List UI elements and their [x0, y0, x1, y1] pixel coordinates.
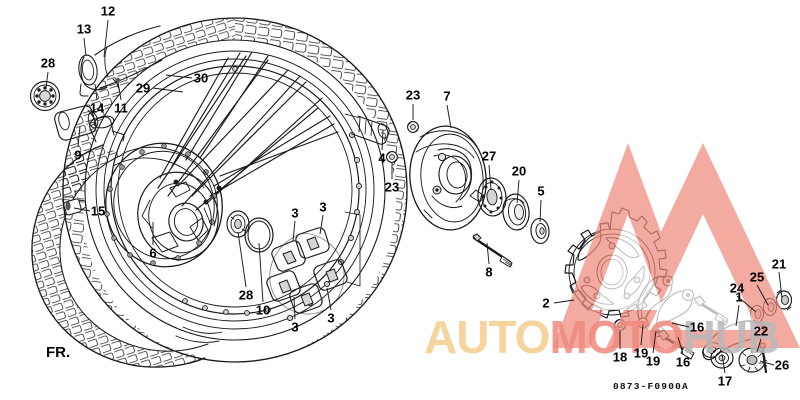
- part-number-17[interactable]: 17: [717, 373, 733, 389]
- callout-leader-3: [319, 214, 324, 235]
- callout-leader-16: [677, 336, 684, 355]
- part-number-24[interactable]: 24: [729, 280, 745, 296]
- callout-leader-21: [778, 271, 783, 299]
- callout-leader-2: [553, 299, 575, 304]
- callout-leader-24: [736, 295, 757, 313]
- part-number-8[interactable]: 8: [485, 264, 493, 280]
- part-number-6[interactable]: 6: [149, 245, 157, 261]
- part-number-3[interactable]: 3: [319, 199, 327, 215]
- collar-5: [530, 217, 550, 245]
- part-number-26[interactable]: 26: [774, 357, 790, 373]
- part-number-10[interactable]: 10: [255, 302, 271, 318]
- rear-hub-6: [104, 142, 223, 268]
- brake-panel-7: [409, 125, 487, 231]
- callout-leader-22: [756, 338, 762, 353]
- part-number-7[interactable]: 7: [443, 88, 451, 104]
- part-number-19[interactable]: 19: [645, 353, 661, 369]
- callout-leader-19: [652, 330, 657, 354]
- callout-leader-14: [94, 83, 98, 101]
- part-number-11[interactable]: 11: [114, 100, 128, 116]
- automotohub-m-logo: [553, 143, 800, 348]
- part-number-1[interactable]: 1: [735, 289, 743, 305]
- part-number-28[interactable]: 28: [40, 55, 56, 71]
- part-number-21[interactable]: 21: [771, 256, 787, 272]
- part-number-23[interactable]: 23: [384, 179, 400, 195]
- callout-leader-1: [735, 304, 740, 327]
- part-number-22[interactable]: 22: [753, 323, 769, 339]
- part-number-19[interactable]: 19: [633, 345, 649, 361]
- callout-leader-10: [258, 242, 264, 303]
- callout-leader-19: [640, 324, 644, 346]
- part-number-12[interactable]: 12: [100, 3, 116, 19]
- part-number-25[interactable]: 25: [749, 269, 765, 285]
- seal-20: [502, 193, 530, 231]
- wheel-spokes: [157, 51, 339, 211]
- callout-leader-13: [83, 37, 87, 57]
- part-number-16[interactable]: 16: [689, 319, 705, 335]
- part-number-3[interactable]: 3: [291, 319, 299, 335]
- part-number-16[interactable]: 16: [675, 354, 691, 370]
- callout-leader-30: [165, 74, 193, 79]
- callout-leader-4: [381, 129, 384, 151]
- bearing-28-center: [226, 210, 250, 238]
- callout-leader-26: [759, 360, 775, 366]
- part-number-28[interactable]: 28: [238, 287, 254, 303]
- part-number-3[interactable]: 3: [291, 205, 299, 221]
- callout-leader-28: [237, 231, 247, 288]
- rod-8: [472, 233, 513, 268]
- part-number-15[interactable]: 15: [90, 203, 106, 219]
- callout-leader-11: [117, 81, 122, 101]
- part-number-20[interactable]: 20: [511, 163, 527, 179]
- callout-leader-9: [77, 125, 81, 148]
- part-number-9[interactable]: 9: [74, 147, 82, 163]
- tire-cutaway: [31, 115, 223, 368]
- callout-leader-3: [326, 287, 332, 311]
- callout-leader-8: [486, 242, 490, 265]
- part-number-3[interactable]: 3: [327, 310, 335, 326]
- callout-leader-16: [671, 322, 690, 328]
- part-number-30[interactable]: 30: [193, 70, 209, 86]
- part-number-27[interactable]: 27: [481, 148, 497, 164]
- part-number-23[interactable]: 23: [405, 87, 421, 103]
- callout-leader-20: [516, 179, 520, 204]
- part-number-4[interactable]: 4: [378, 150, 386, 166]
- callout-leader-7: [446, 104, 452, 129]
- rubber-damper-set-3: [266, 211, 361, 315]
- part-number-14[interactable]: 14: [89, 100, 105, 116]
- bolt-15: [63, 198, 87, 216]
- part-number-5[interactable]: 5: [537, 183, 545, 199]
- part-number-13[interactable]: 13: [76, 21, 92, 37]
- callout-leader-3: [292, 220, 296, 242]
- callout-leader-3: [293, 296, 296, 320]
- callout-leader-29: [152, 87, 184, 93]
- part-number-18[interactable]: 18: [612, 349, 628, 365]
- callout-leader-27: [488, 164, 492, 191]
- part-number-2[interactable]: 2: [542, 295, 550, 311]
- callout-leader-15: [73, 207, 91, 212]
- callout-leader-12: [103, 19, 109, 58]
- part-number-29[interactable]: 29: [135, 80, 151, 96]
- callout-leader-25: [756, 284, 769, 306]
- callout-leader-5: [539, 199, 542, 223]
- callout-leader-28: [45, 71, 49, 89]
- bearing-28-top: [29, 80, 61, 112]
- callout-leader-17: [721, 353, 726, 374]
- axle-4: [344, 113, 390, 145]
